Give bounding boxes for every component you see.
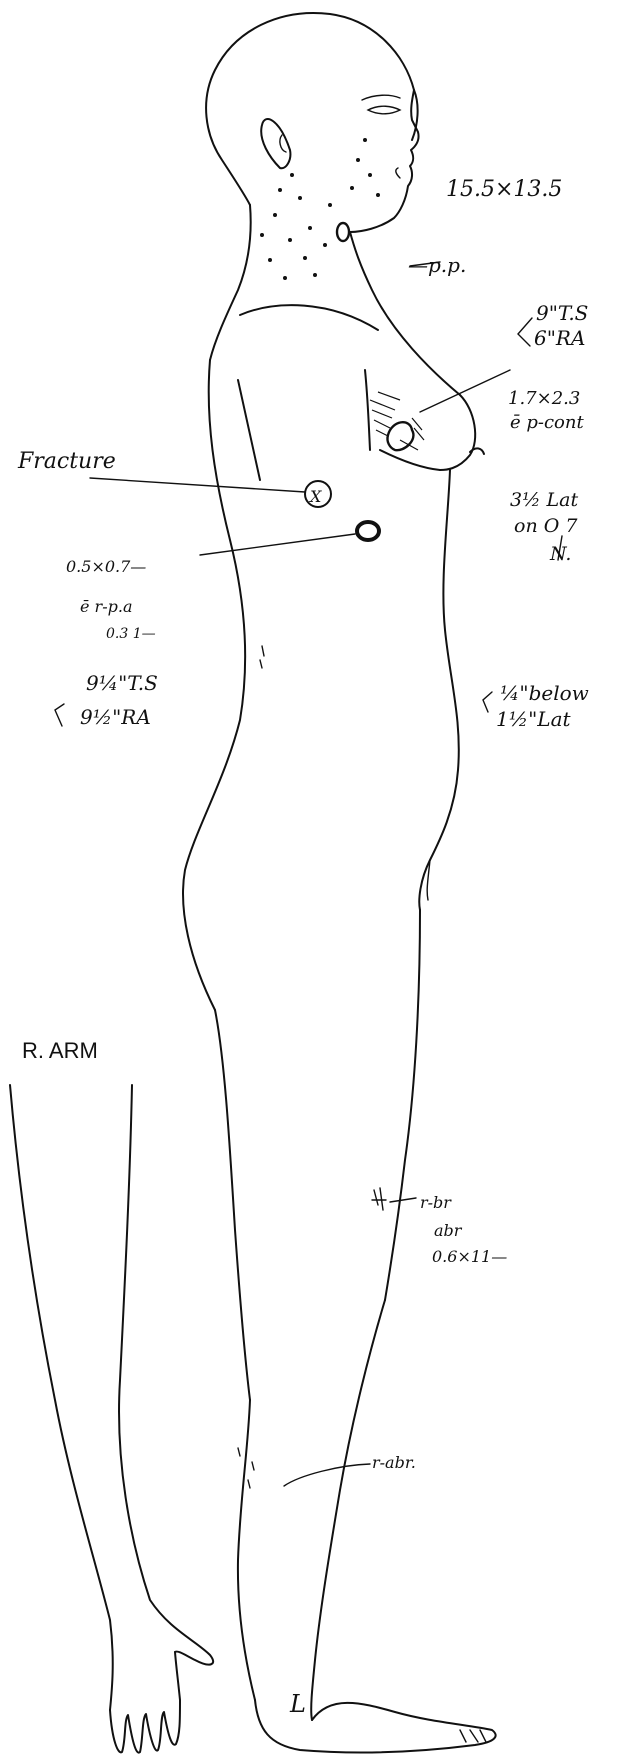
- right-note-2: on O 7: [514, 515, 578, 537]
- right-arm-diagram: [10, 1085, 213, 1753]
- shin-note: r-abr.: [372, 1453, 416, 1472]
- side-note-1: ē r-p.a: [80, 597, 132, 616]
- svg-text:X: X: [308, 487, 322, 506]
- below-note-2: 1½"Lat: [496, 707, 572, 731]
- below-note-1: ¼"below: [500, 681, 589, 705]
- thigh-note-3: 0.6×11—: [432, 1247, 507, 1266]
- breast-note-1: 1.7×2.3: [508, 388, 580, 409]
- fracture-label: Fracture: [17, 449, 116, 474]
- right-note-3: N.: [549, 543, 571, 565]
- chest-note-1: 9"T.S: [536, 301, 588, 325]
- arm-label: R. ARM: [22, 1038, 98, 1063]
- foot-mark: L: [289, 1690, 306, 1718]
- leader-lines: [55, 262, 562, 1486]
- right-note-1: 3½ Lat: [510, 489, 578, 511]
- waist-note-1: 9¼"T.S: [86, 671, 158, 695]
- breast-note-2: ē p-cont: [510, 412, 584, 433]
- annotations: 15.5×13.5 —p.p. 9"T.S 6"RA 1.7×2.3 ē p-c…: [17, 177, 589, 1472]
- injury-marks: X L: [238, 138, 424, 1718]
- thigh-note-1: r-br: [420, 1193, 452, 1212]
- waist-note-2: 9½"RA: [80, 705, 151, 729]
- small-size-note: 0.5×0.7—: [66, 557, 146, 576]
- pp-note: —p.p.: [408, 253, 466, 277]
- face-size-note: 15.5×13.5: [446, 177, 562, 202]
- chest-note-2: 6"RA: [534, 326, 585, 350]
- thigh-note-2: abr: [434, 1221, 463, 1240]
- side-note-2: 0.3 1—: [106, 626, 156, 642]
